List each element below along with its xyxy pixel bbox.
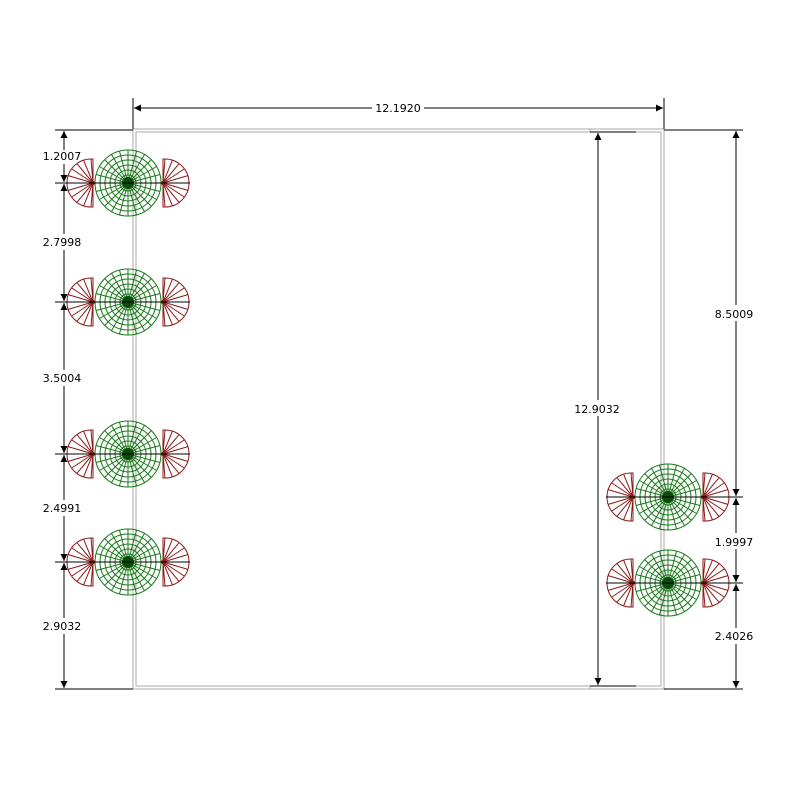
dimension-overall-height: [590, 131, 636, 687]
dim-label-left-5: 2.9032: [43, 620, 82, 633]
light-fixture: [66, 268, 190, 336]
light-fixture: [66, 420, 190, 488]
dimension-left-chain: [55, 129, 133, 690]
light-fixture: [606, 549, 730, 617]
frame: [132, 128, 665, 690]
fixture-red-lobe: [161, 429, 190, 479]
dim-label-right-mid: 1.9997: [715, 536, 754, 549]
dim-label-left-4: 2.4991: [43, 502, 82, 515]
dim-label-left-1: 1.2007: [43, 150, 82, 163]
fixture-red-lobe: [66, 429, 95, 479]
light-fixtures: [66, 149, 730, 617]
light-fixture: [66, 528, 190, 596]
fixture-red-lobe: [606, 472, 635, 522]
fixture-red-lobe: [701, 472, 730, 522]
light-fixture: [66, 149, 190, 217]
fixture-red-lobe: [161, 277, 190, 327]
dim-label-left-3: 3.5004: [43, 372, 82, 385]
light-fixture: [606, 463, 730, 531]
dim-label-overall-height: 12.9032: [574, 403, 620, 416]
dim-label-overall-width: 12.1920: [375, 102, 421, 115]
dim-label-left-2: 2.7998: [43, 236, 82, 249]
dim-label-right-bottom: 2.4026: [715, 630, 754, 643]
dimension-overall-width: 12.1920: [132, 98, 665, 129]
dim-label-right-top: 8.5009: [715, 308, 754, 321]
